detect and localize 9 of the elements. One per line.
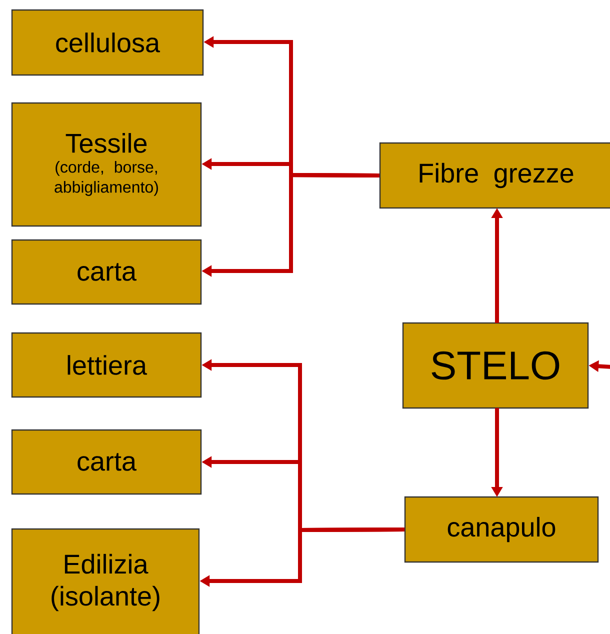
process-box: Tessile (corde, borse, abbigliamento) bbox=[11, 102, 202, 227]
process-box: carta bbox=[11, 239, 202, 305]
process-box: Fibre grezze bbox=[379, 142, 610, 209]
process-box: Edilizia (isolante) bbox=[11, 528, 200, 634]
process-box: STELO bbox=[402, 322, 589, 409]
process-box: cellulosa bbox=[11, 9, 204, 76]
process-box: lettiera bbox=[11, 332, 202, 398]
process-box: carta bbox=[11, 429, 202, 495]
process-box: canapulo bbox=[404, 496, 599, 563]
